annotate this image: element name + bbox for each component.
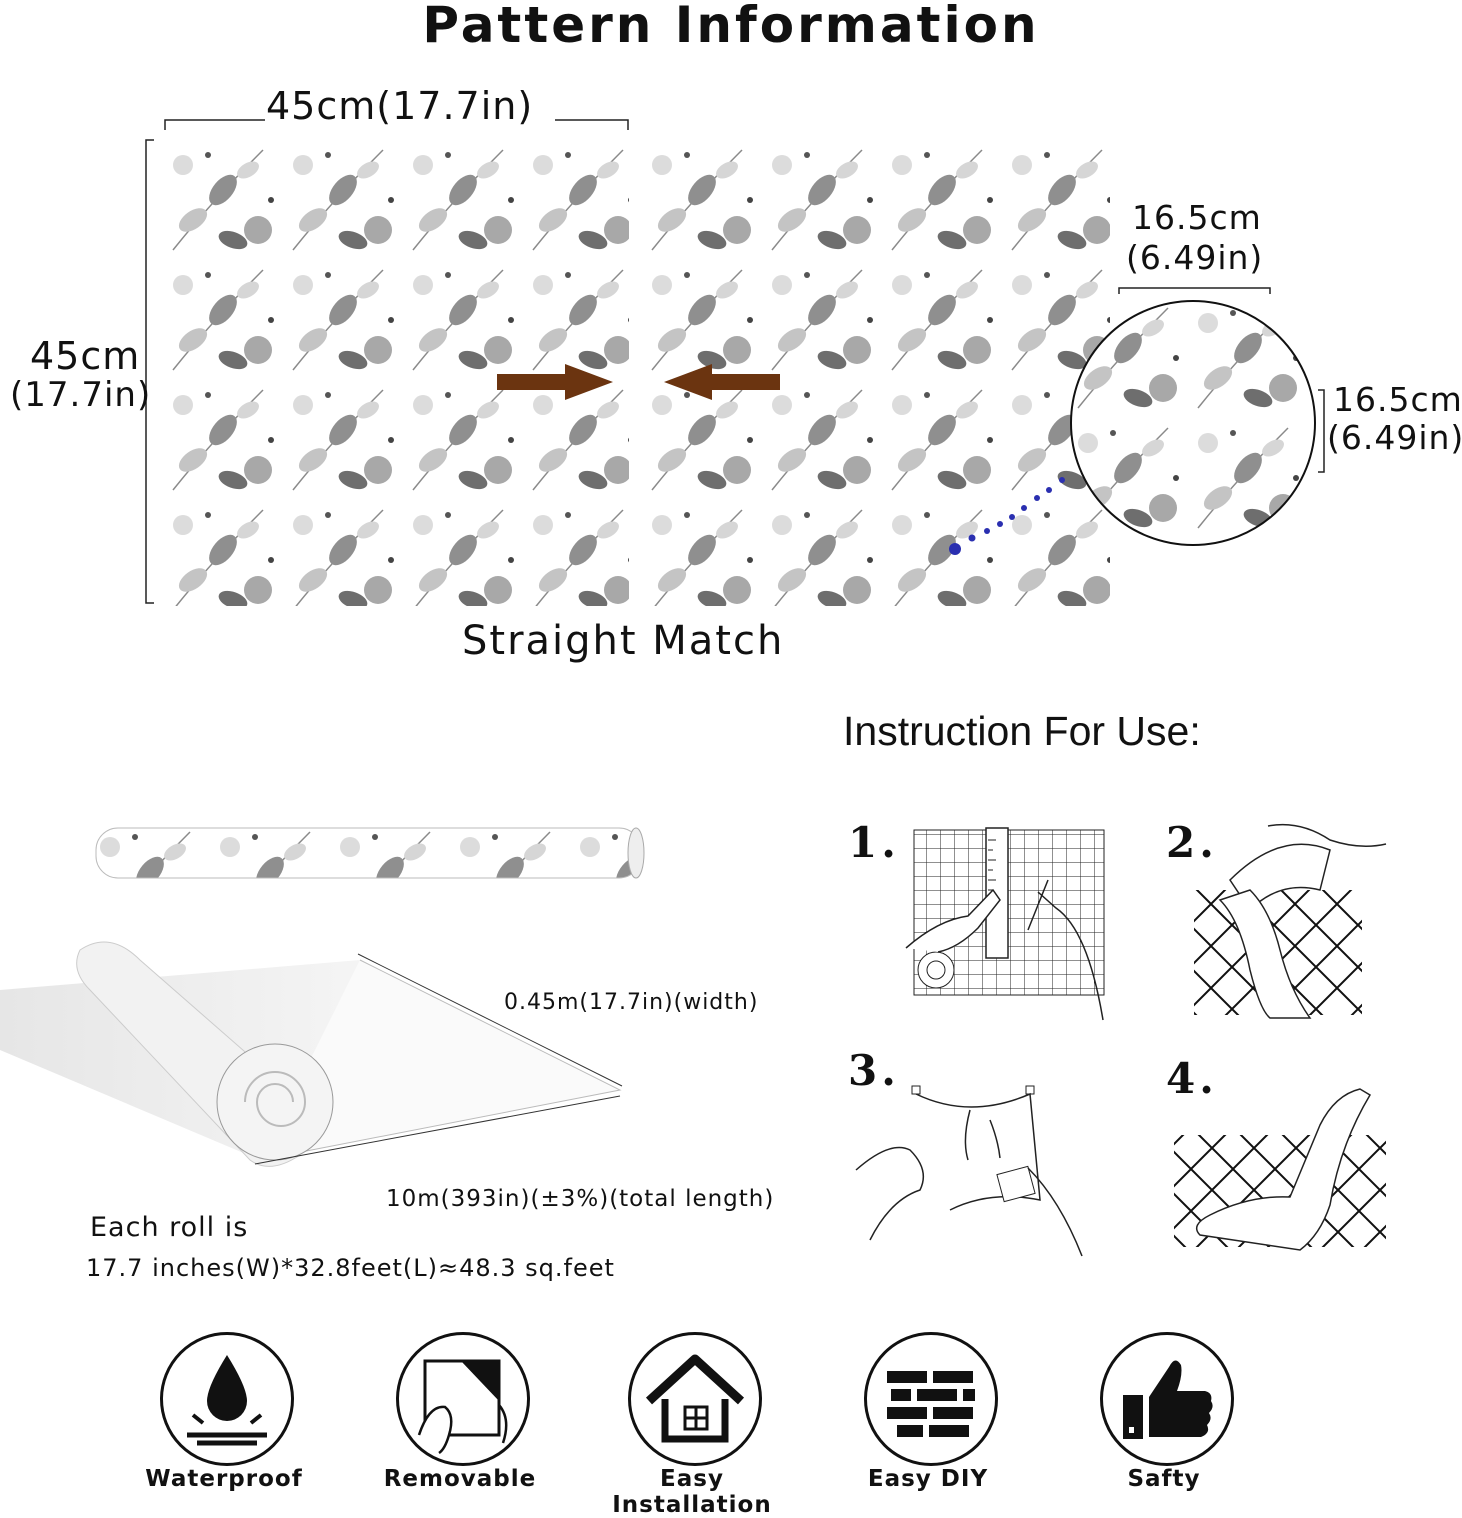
repeat-zoom-circle	[1070, 300, 1316, 546]
feature-easy-installation	[628, 1332, 762, 1466]
water-drop-icon	[187, 1355, 267, 1446]
feature-waterproof	[160, 1332, 294, 1466]
pattern-width-label: 45cm(17.7in)	[266, 84, 534, 128]
house-icon	[645, 1354, 745, 1443]
feature-label-waterproof: Waterproof	[145, 1466, 303, 1492]
step-2-number: 2.	[1166, 818, 1218, 867]
unrolled-wallpaper-image	[0, 941, 623, 1167]
pattern-panel-right	[642, 140, 1110, 606]
step-1-number: 1.	[848, 818, 900, 867]
step-3-number: 3.	[848, 1046, 900, 1095]
roll-length-label: 10m(393in)(±3%)(total length)	[386, 1186, 775, 1212]
arrow-left-icon	[664, 364, 780, 400]
step-1-measure-cut-icon	[905, 827, 1105, 1021]
roll-width-label: 0.45m(17.7in)(width)	[504, 990, 759, 1015]
step-2-peel-backing-icon	[1194, 823, 1387, 1019]
step-3-apply-wall-icon	[855, 1085, 1083, 1257]
step-4-smooth-wallpaper-icon	[1174, 1088, 1386, 1251]
arrow-right-icon	[497, 364, 613, 400]
repeat-dimension-lines	[1118, 287, 1325, 473]
brick-wall-icon	[887, 1371, 975, 1437]
step-4-number: 4.	[1166, 1054, 1218, 1103]
roll-coverage-label: 17.7 inches(W)*32.8feet(L)≈48.3 sq.feet	[86, 1254, 615, 1282]
feature-label-safety: Safty	[1127, 1466, 1201, 1492]
page-title: Pattern Information	[422, 0, 1040, 54]
match-type-label: Straight Match	[462, 618, 785, 664]
feature-easy-diy	[864, 1332, 998, 1466]
repeat-dots	[949, 477, 1065, 555]
pattern-height-label: 45cm	[30, 334, 141, 378]
repeat-height-label: 16.5cm	[1333, 380, 1462, 419]
feature-label-removable: Removable	[383, 1466, 537, 1492]
feature-safety	[1100, 1332, 1234, 1466]
repeat-width-label-in: (6.49in)	[1126, 238, 1264, 277]
pattern-dimension-lines	[145, 119, 629, 604]
pattern-height-label-in: (17.7in)	[10, 375, 152, 415]
thumbs-up-icon	[1123, 1360, 1213, 1439]
repeat-height-label-in: (6.49in)	[1327, 418, 1462, 457]
pattern-panel-left	[163, 140, 629, 606]
each-roll-label: Each roll is	[90, 1212, 249, 1243]
rolled-wallpaper-image	[95, 827, 645, 879]
peel-off-icon	[417, 1359, 508, 1455]
feature-label-easy-diy: Easy DIY	[867, 1466, 989, 1492]
feature-label-easy-installation: Easy Installation	[612, 1466, 772, 1518]
feature-removable	[396, 1332, 530, 1466]
instructions-title: Instruction For Use:	[843, 708, 1201, 754]
repeat-width-label: 16.5cm	[1132, 198, 1262, 237]
